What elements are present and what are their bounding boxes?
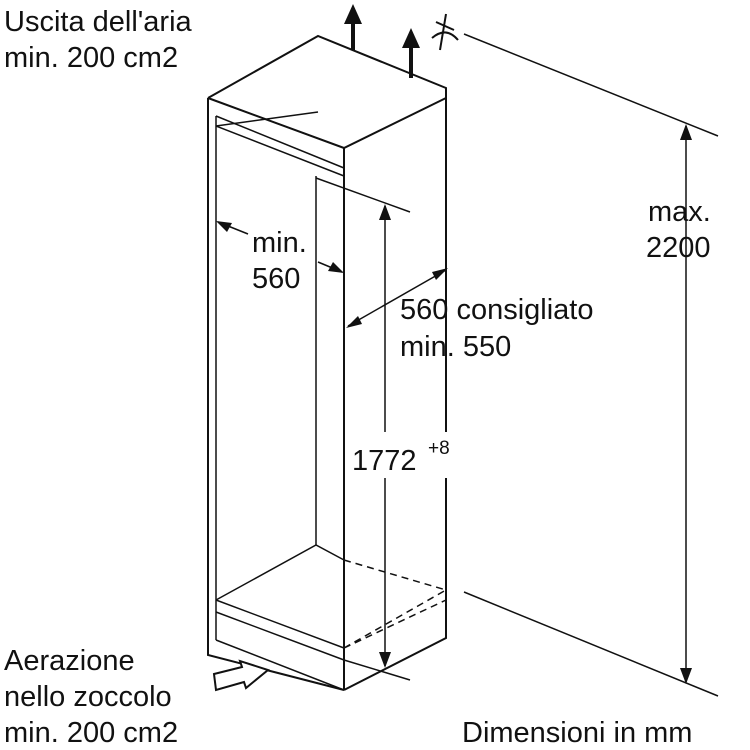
- plinth-label-line1: Aerazione: [4, 645, 135, 677]
- niche-top-back-edge: [207, 34, 447, 99]
- upper-opening-line-1: [215, 115, 345, 169]
- min-depth-dimension: [216, 221, 344, 273]
- width-dimension: [346, 268, 448, 328]
- width-dimension-line: [347, 269, 447, 327]
- niche-front-left-edge: [207, 98, 345, 691]
- niche-right-back-edge: [343, 98, 447, 691]
- hidden-floor-line-1: [343, 559, 447, 591]
- plinth-bottom-front: [215, 611, 345, 661]
- max-height-bottom-extension: [463, 591, 719, 697]
- plinth-top-front: [215, 599, 345, 649]
- units-note: Dimensioni in mm: [462, 717, 692, 749]
- plinth-label-line2: nello zoccolo: [4, 681, 172, 713]
- min-depth-label-line2: 560: [252, 263, 300, 295]
- max-height-label-line1: max.: [648, 196, 711, 228]
- arrow-up-icon: [680, 124, 692, 140]
- upper-shelf-back: [215, 111, 319, 127]
- max-height-top-extension: [463, 33, 719, 137]
- hidden-floor-line-3: [343, 599, 447, 649]
- width-label-line1: 560 consigliato: [400, 294, 593, 326]
- width-label-line2: min. 550: [400, 331, 511, 363]
- min-depth-label-line1: min.: [252, 227, 307, 259]
- air-outlet-label-line1: Uscita dell'aria: [4, 6, 193, 38]
- plinth-label-line3: min. 200 cm2: [4, 717, 178, 749]
- labels: Uscita dell'aria min. 200 cm2 max. 2200 …: [4, 6, 711, 749]
- hidden-floor-line-2: [343, 589, 447, 649]
- arrow-right-icon: [432, 268, 448, 280]
- niche-height-dimension: [315, 177, 411, 681]
- niche-height-top-extension: [315, 177, 411, 213]
- niche-height-bottom-extension: [343, 659, 411, 681]
- plinth-top-back: [215, 544, 345, 601]
- air-outlet-label-line2: min. 200 cm2: [4, 42, 178, 74]
- air-outlet-arrows: [344, 4, 459, 78]
- niche-top-front-edge: [207, 97, 447, 150]
- ceiling-break-icon: [431, 13, 459, 51]
- arrow-left-icon: [346, 316, 362, 328]
- arrow-up-icon: [379, 204, 391, 220]
- arrow-right-icon: [328, 262, 344, 273]
- niche-height-label: 1772: [352, 445, 417, 477]
- arrow-down-icon: [379, 652, 391, 668]
- niche-cabinet: [207, 34, 447, 691]
- max-height-label-line2: 2200: [646, 232, 711, 264]
- arrow-right-outline-icon: [212, 659, 271, 692]
- arrow-up-icon: [402, 28, 420, 78]
- arrow-up-icon: [344, 4, 362, 50]
- plinth-base-line: [215, 639, 345, 691]
- arrow-down-icon: [680, 668, 692, 684]
- upper-opening-line-2: [215, 125, 345, 177]
- niche-height-label-backdrop: [350, 432, 448, 478]
- arrow-left-icon: [216, 221, 232, 232]
- niche-height-tolerance: +8: [428, 438, 450, 459]
- max-height-dimension: [463, 33, 719, 697]
